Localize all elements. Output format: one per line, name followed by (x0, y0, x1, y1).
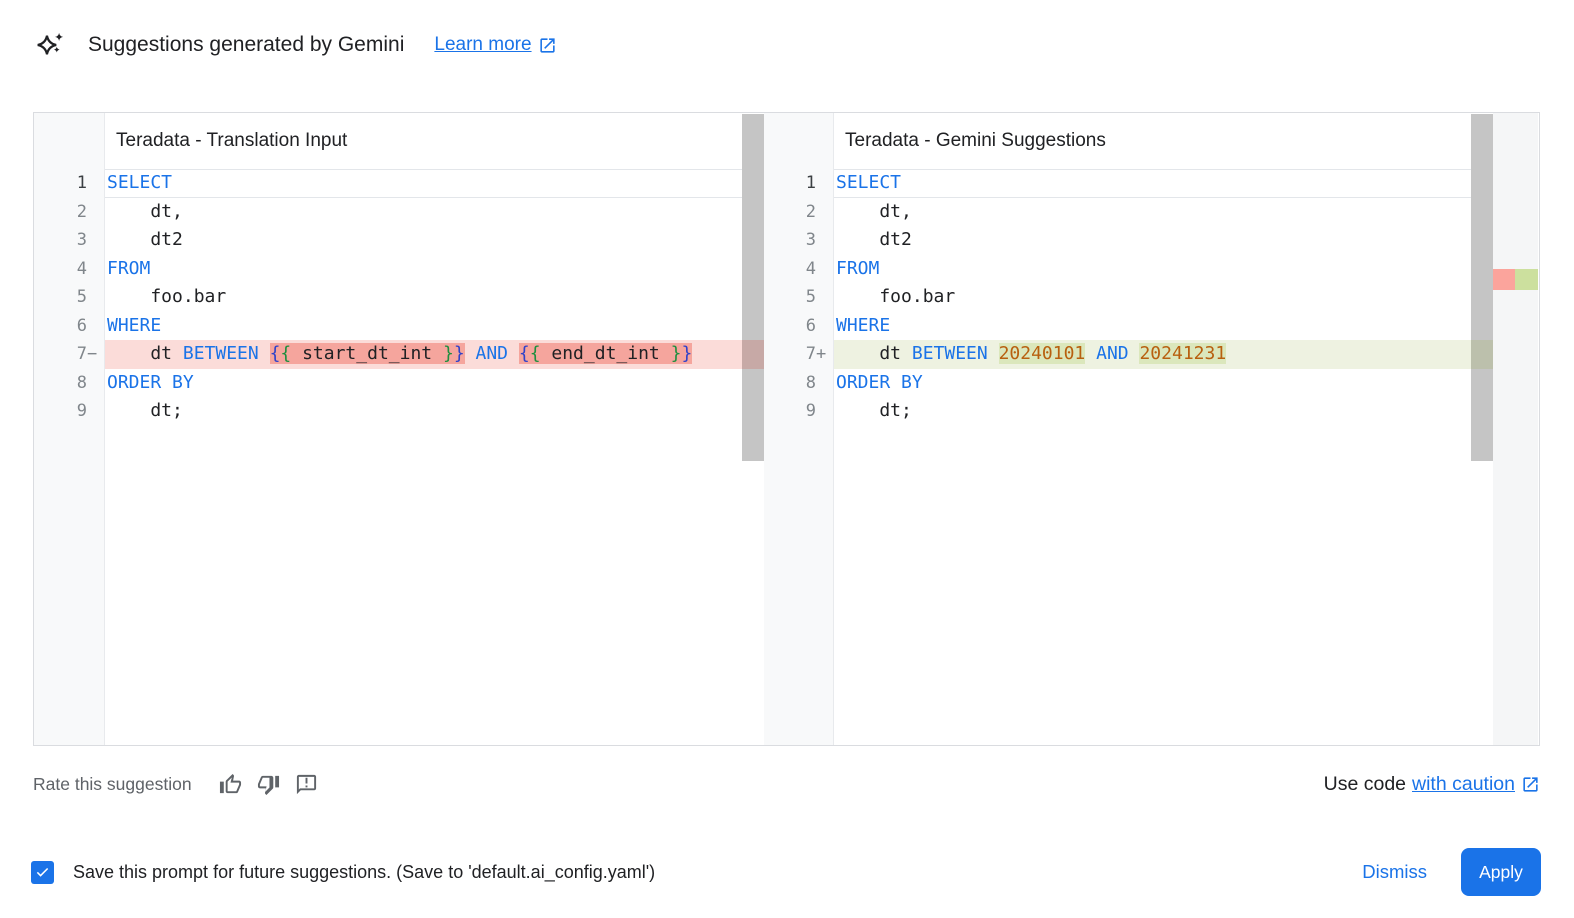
line-number: 5 (805, 287, 816, 308)
thumbs-down-button[interactable] (256, 772, 281, 797)
code-line: FROM (107, 257, 151, 279)
line-number: 7− (76, 344, 98, 365)
code-line: dt2 (836, 229, 912, 250)
save-prompt-group: Save this prompt for future suggestions.… (31, 860, 656, 884)
line-number: 6 (805, 315, 816, 336)
line-number: 8 (805, 372, 816, 393)
code-line: dt; (836, 400, 912, 421)
line-number: 6 (76, 315, 87, 336)
dialog-title: Suggestions generated by Gemini (88, 33, 405, 56)
right-panel-title: Teradata - Gemini Suggestions (834, 113, 1493, 169)
line-number: 8 (76, 372, 87, 393)
gemini-sparkle-icon (37, 32, 64, 55)
code-line: dt BETWEEN {{ start_dt_int }} AND {{ end… (105, 340, 764, 369)
code-line: dt, (107, 200, 183, 222)
left-panel-title: Teradata - Translation Input (105, 113, 764, 169)
external-link-icon (539, 37, 555, 53)
code-line: dt BETWEEN 20240101 AND 20241231 (834, 340, 1493, 369)
line-number: 4 (805, 258, 816, 279)
code-line: dt; (107, 400, 183, 421)
use-code-notice: Use code with caution (1324, 773, 1540, 796)
code-line: foo.bar (107, 286, 227, 307)
learn-more-link[interactable]: Learn more (434, 34, 556, 56)
dialog-actions: Dismiss Apply (1354, 848, 1541, 896)
code-line: WHERE (836, 314, 891, 336)
rate-suggestion-row: Rate this suggestion (33, 769, 332, 799)
apply-button[interactable]: Apply (1461, 848, 1541, 896)
code-line: ORDER BY (107, 371, 194, 393)
ruler-added-mark (1515, 269, 1538, 290)
save-prompt-label: Save this prompt for future suggestions.… (73, 861, 656, 882)
line-number: 2 (76, 201, 87, 222)
translation-input-panel: Teradata - Translation Input SELECT dt, … (105, 113, 764, 745)
right-gutter: 1 2 3 4 5 6 7+ 8 9 (764, 113, 834, 745)
dialog-header: Suggestions generated by Gemini Learn mo… (36, 30, 557, 60)
right-scrollbar-thumb[interactable] (1471, 114, 1493, 461)
gemini-suggestions-panel: Teradata - Gemini Suggestions SELECT dt,… (834, 113, 1493, 745)
line-number: 1 (805, 173, 816, 194)
external-link-icon (1523, 777, 1538, 792)
checkmark-icon (36, 867, 49, 877)
thumbs-down-icon (257, 775, 279, 795)
line-number: 9 (805, 401, 816, 422)
rate-label: Rate this suggestion (33, 773, 192, 794)
line-number: 4 (76, 258, 87, 279)
line-number: 3 (805, 230, 816, 251)
code-line: SELECT (834, 169, 1493, 198)
thumbs-up-button[interactable] (218, 772, 243, 797)
code-line: foo.bar (836, 286, 956, 307)
line-number: 9 (76, 401, 87, 422)
feedback-button[interactable] (294, 772, 319, 797)
left-scrollbar-diff-mark (742, 340, 764, 369)
thumbs-up-icon (219, 773, 241, 793)
with-caution-link[interactable]: with caution (1412, 773, 1515, 795)
line-number: 7+ (805, 344, 827, 365)
left-scrollbar-thumb[interactable] (742, 114, 764, 461)
use-code-text: Use code (1323, 773, 1407, 795)
code-line: ORDER BY (836, 371, 923, 393)
line-number: 3 (76, 230, 87, 251)
feedback-icon (296, 774, 316, 794)
ruler-removed-mark (1493, 269, 1515, 290)
left-scrollbar (742, 113, 764, 745)
line-number: 2 (805, 201, 816, 222)
left-gutter: 1 2 3 4 5 6 7− 8 9 (34, 113, 105, 745)
code-line: WHERE (107, 314, 162, 336)
code-line: FROM (836, 257, 880, 279)
diff-card: 1 2 3 4 5 6 7− 8 9 Teradata - Translation Input … (33, 112, 1540, 746)
right-scrollbar (1471, 113, 1493, 745)
dismiss-button[interactable]: Dismiss (1354, 851, 1435, 893)
line-number: 1 (76, 173, 87, 194)
code-line: dt2 (107, 229, 183, 250)
right-scrollbar-diff-mark (1471, 340, 1493, 369)
save-prompt-checkbox[interactable] (31, 860, 54, 884)
bottom-action-bar: Save this prompt for future suggestions.… (31, 846, 1541, 898)
diff-overview-ruler (1493, 113, 1538, 745)
code-line: dt, (836, 200, 912, 222)
line-number: 5 (76, 287, 87, 308)
code-line: SELECT (105, 169, 764, 198)
